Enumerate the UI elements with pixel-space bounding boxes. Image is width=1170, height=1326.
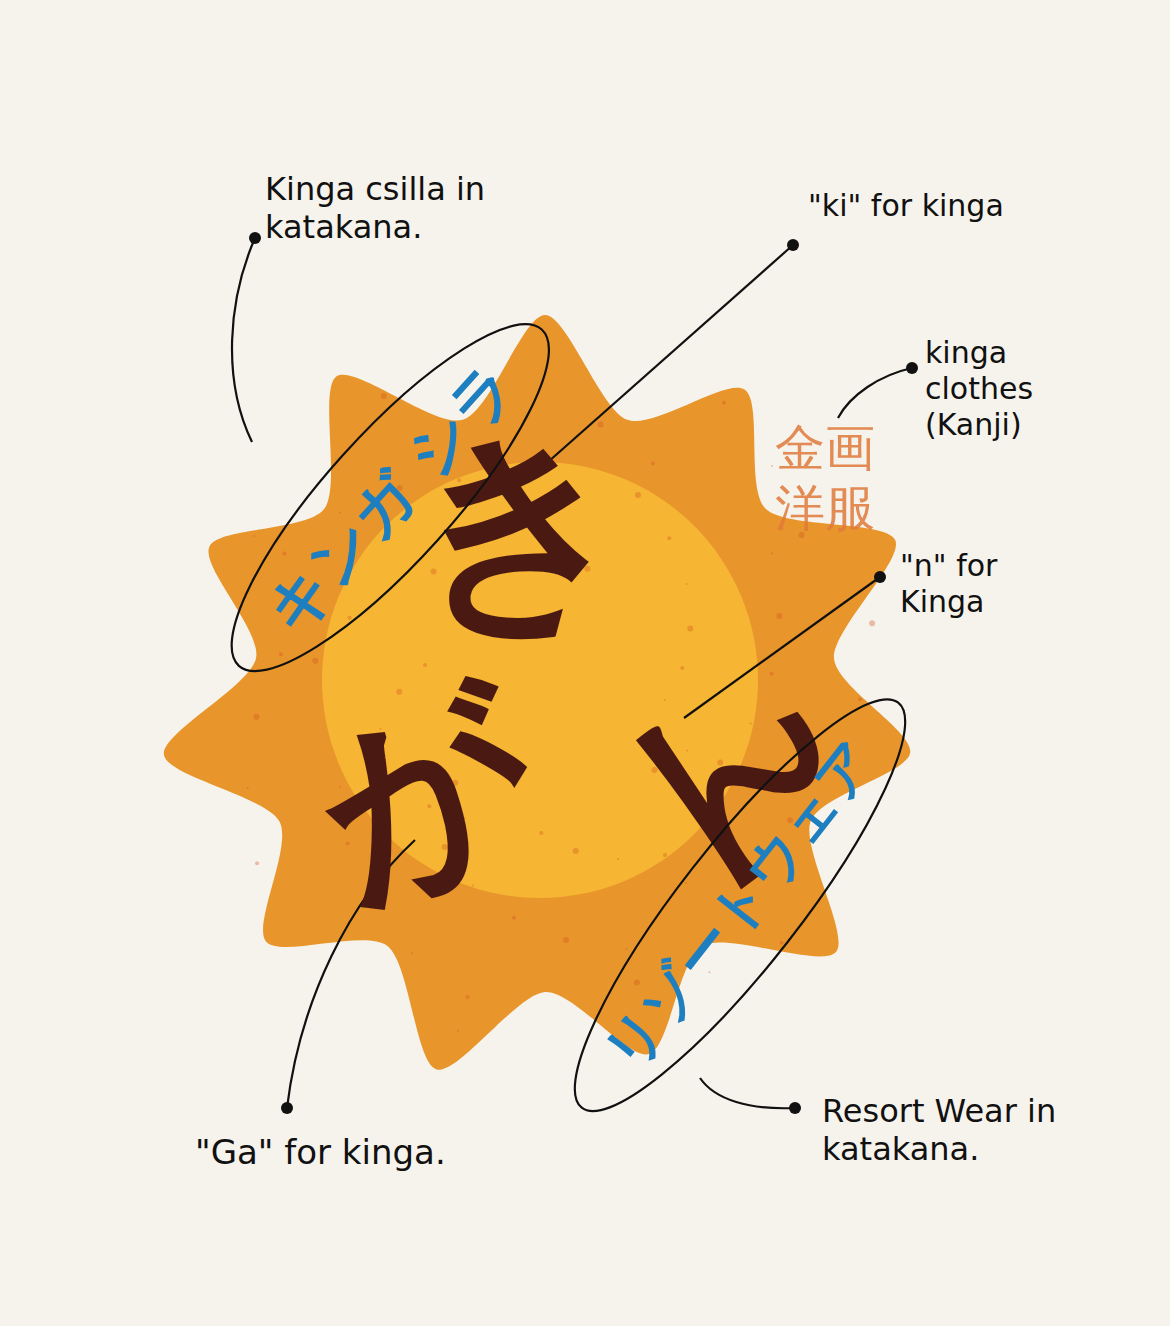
- kanji-mark: 金画: [775, 423, 875, 473]
- leader-line: [700, 1078, 795, 1108]
- texture-speck: [279, 652, 283, 656]
- loop-ellipse: [191, 287, 588, 709]
- texture-speck: [253, 714, 259, 720]
- texture-speck: [869, 620, 875, 626]
- texture-speck: [685, 882, 687, 884]
- sun-rays: [164, 315, 910, 1070]
- annotation: Kinga csilla in katakana.: [265, 170, 525, 247]
- leader-line: [232, 238, 255, 442]
- texture-speck: [253, 535, 255, 537]
- texture-speck: [771, 553, 773, 555]
- annotation: "Ga" for kinga.: [195, 1132, 525, 1173]
- texture-speck: [771, 465, 773, 467]
- texture-speck: [423, 663, 427, 667]
- texture-speck: [651, 461, 655, 465]
- texture-speck: [858, 697, 862, 701]
- leader-dot: [787, 239, 799, 251]
- texture-speck: [769, 672, 773, 676]
- texture-speck: [512, 916, 516, 920]
- texture-speck: [255, 861, 259, 865]
- texture-speck: [667, 536, 671, 540]
- sun-shape: [164, 315, 910, 1070]
- leader-dot: [249, 232, 261, 244]
- texture-speck: [563, 937, 569, 943]
- texture-speck: [780, 941, 784, 945]
- texture-speck: [411, 952, 413, 954]
- texture-speck: [687, 625, 693, 631]
- annotation: Resort Wear in katakana.: [822, 1092, 1080, 1169]
- texture-speck: [573, 848, 579, 854]
- texture-speck: [776, 613, 782, 619]
- texture-speck: [282, 552, 286, 556]
- annotation: "n" for Kinga: [900, 548, 1075, 620]
- annotation: kinga clothes (Kanji): [925, 335, 1090, 443]
- texture-speck: [466, 995, 470, 999]
- texture-speck: [247, 787, 249, 789]
- texture-speck: [722, 401, 726, 405]
- texture-speck: [472, 885, 474, 887]
- texture-speck: [686, 583, 688, 585]
- leader-dot: [789, 1102, 801, 1114]
- leader-dot: [281, 1102, 293, 1114]
- texture-speck: [457, 1030, 459, 1032]
- texture-speck: [617, 858, 619, 860]
- texture-speck: [312, 658, 318, 664]
- loop-ellipse: [534, 665, 945, 1144]
- leader-dot: [874, 571, 886, 583]
- texture-speck: [635, 492, 641, 498]
- texture-speck: [381, 393, 387, 399]
- leader-line: [838, 368, 912, 418]
- leader-dot: [906, 362, 918, 374]
- texture-speck: [348, 616, 352, 620]
- texture-speck: [626, 948, 628, 950]
- kanji-mark: 洋服: [775, 483, 875, 533]
- annotation: "ki" for kinga: [808, 188, 1108, 224]
